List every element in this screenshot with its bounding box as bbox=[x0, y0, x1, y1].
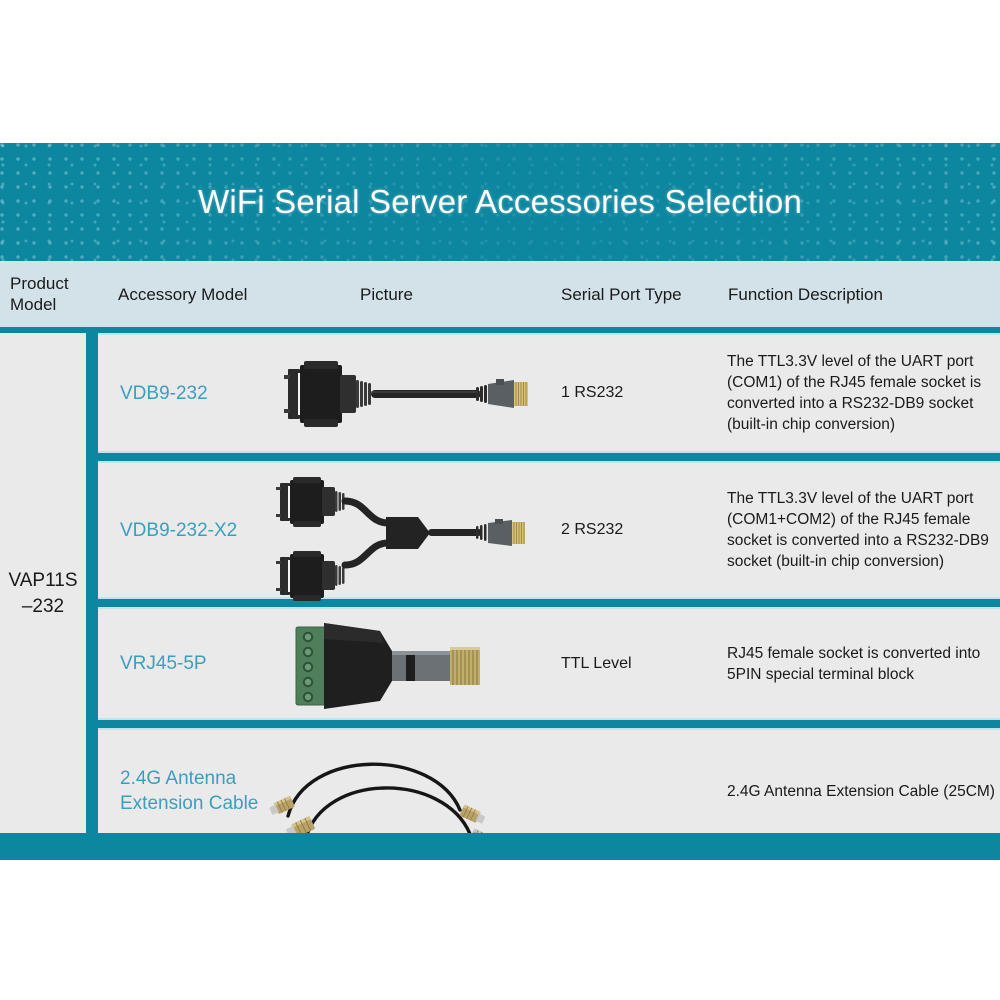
product-model-value: VAP11S –232 bbox=[8, 569, 78, 617]
function-description-value: RJ45 female socket is converted into 5PI… bbox=[727, 644, 981, 683]
serial-port-type-value: 1 RS232 bbox=[561, 384, 624, 401]
column-header-function-description: Function Description bbox=[728, 285, 883, 304]
table-rows: VDB9-232 bbox=[98, 327, 1000, 860]
serial-port-type-value: TTL Level bbox=[561, 654, 632, 672]
column-header-serial-port-type: Serial Port Type bbox=[561, 285, 682, 304]
column-header-accessory-model: Accessory Model bbox=[118, 285, 248, 304]
function-description-value: The TTL3.3V level of the UART port (COM1… bbox=[727, 353, 982, 433]
accessory-model-label[interactable]: VDB9-232 bbox=[120, 382, 208, 404]
banner-gradient-overlay bbox=[0, 143, 1000, 261]
accessory-model-label[interactable]: VRJ45-5P bbox=[120, 653, 207, 674]
db9-cable-illustration bbox=[284, 361, 528, 427]
page-title: WiFi Serial Server Accessories Selection bbox=[197, 183, 803, 220]
accessory-model-label[interactable]: 2.4G Antenna Extension Cable bbox=[120, 768, 259, 814]
table-column-header-row: Product Model Accessory Model Picture Se… bbox=[0, 261, 1000, 327]
accessories-table: VAP11S –232 VDB9-232 bbox=[0, 327, 1000, 860]
accessory-model-label[interactable]: VDB9-232-X2 bbox=[120, 519, 238, 541]
rj45-terminal-block-illustration bbox=[295, 623, 480, 709]
table-row[interactable]: VDB9-232-X2 bbox=[98, 461, 1000, 601]
serial-port-type-value: 2 RS232 bbox=[561, 521, 624, 538]
function-description-value: The TTL3.3V level of the UART port (COM1… bbox=[727, 490, 989, 570]
table-row[interactable]: VDB9-232 bbox=[98, 333, 1000, 453]
dual-db9-splitter-illustration bbox=[276, 477, 525, 601]
page-banner: WiFi Serial Server Accessories Selection bbox=[0, 143, 1000, 261]
function-description-value: 2.4G Antenna Extension Cable (25CM) bbox=[727, 782, 995, 800]
dual-db9-to-rj45-splitter-cable-image bbox=[248, 463, 548, 601]
column-header-product-model: Product Model bbox=[10, 274, 69, 314]
product-model-cell: VAP11S –232 bbox=[0, 333, 86, 854]
db9-to-rj45-cable-image bbox=[248, 335, 548, 451]
table-row[interactable]: VRJ45-5P bbox=[98, 607, 1000, 720]
rj45-to-5pin-terminal-block-image bbox=[248, 609, 548, 718]
column-header-picture: Picture bbox=[360, 285, 413, 304]
bottom-accent-bar bbox=[0, 833, 1000, 859]
